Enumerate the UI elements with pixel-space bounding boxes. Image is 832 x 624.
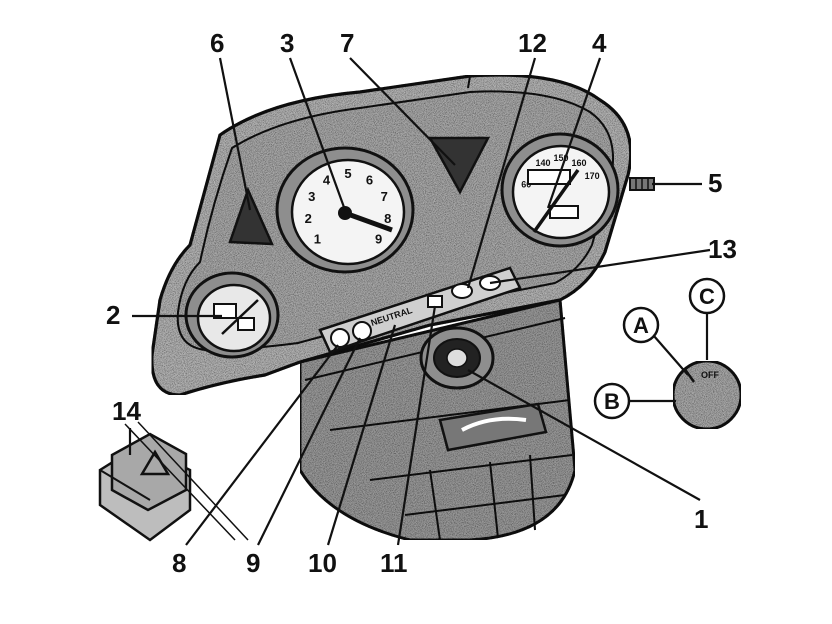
callout-10: 10 xyxy=(308,548,337,578)
speedometer-needle xyxy=(532,168,580,234)
speedo-numeral: 150 xyxy=(553,153,568,163)
tach-numeral: 6 xyxy=(366,172,373,187)
logo-plate xyxy=(438,402,548,452)
battery-light xyxy=(427,295,443,308)
tachometer: 1 2 3 4 5 6 7 8 9 xyxy=(275,146,415,274)
speedo-numeral: 60 xyxy=(521,180,531,190)
leader-13 xyxy=(489,248,711,285)
callout-13: 13 xyxy=(708,234,737,264)
callout-8: 8 xyxy=(172,548,186,578)
callout-3: 3 xyxy=(280,28,294,58)
tach-numeral: 7 xyxy=(381,189,388,204)
leader-4 xyxy=(546,57,602,209)
callout-5: 5 xyxy=(708,168,722,198)
leader-lines xyxy=(128,57,711,546)
callout-11: 11 xyxy=(380,548,408,578)
trip-counter-window xyxy=(549,205,579,219)
leader-11 xyxy=(396,305,437,546)
high-beam-light xyxy=(330,328,350,348)
hazard-switch xyxy=(98,421,249,542)
low-beam-light xyxy=(352,321,372,341)
speedo-numeral: 170 xyxy=(585,171,600,181)
callout-a-label: A xyxy=(633,313,649,338)
tachometer-numerals: 1 2 3 4 5 6 7 8 9 xyxy=(305,166,392,247)
auxiliary-gauge xyxy=(184,271,280,359)
speedo-numeral: 160 xyxy=(571,158,586,168)
speedometer-cable-fitting xyxy=(629,177,655,191)
off-position-label: OFF xyxy=(701,370,719,380)
leader-1 xyxy=(467,369,701,501)
callout-12: 12 xyxy=(518,28,547,58)
callout-4: 4 xyxy=(592,28,607,58)
right-turn-indicator-light xyxy=(427,136,491,195)
leader-7 xyxy=(349,57,456,166)
leader-8 xyxy=(185,344,339,546)
tachometer-needle xyxy=(344,210,393,233)
callout-numbers: 6 3 7 12 4 5 13 2 14 8 9 10 11 1 xyxy=(106,28,737,578)
callout-6: 6 xyxy=(210,28,224,58)
tach-numeral: 9 xyxy=(375,232,382,247)
warning-light-strip: NEUTRAL xyxy=(318,266,522,354)
callout-7: 7 xyxy=(340,28,354,58)
tach-numeral: 2 xyxy=(305,211,312,226)
tach-numeral: 5 xyxy=(344,166,351,181)
callout-b-label: B xyxy=(604,389,620,414)
leader-10 xyxy=(326,324,397,546)
callout-9: 9 xyxy=(246,548,260,578)
speedometer: 60 140 150 160 170 xyxy=(500,132,620,248)
speedometer-numerals: 60 140 150 160 170 xyxy=(521,153,600,190)
leader-12 xyxy=(466,57,537,289)
left-turn-indicator-light xyxy=(228,186,274,246)
tach-numeral: 1 xyxy=(314,232,321,247)
leader-3 xyxy=(288,57,347,211)
callout-a-circle xyxy=(622,306,660,344)
callout-14: 14 xyxy=(112,396,141,426)
leader-9 xyxy=(257,337,361,546)
tachometer-hub xyxy=(338,206,352,220)
leader-a xyxy=(653,335,689,376)
speedo-numeral: 140 xyxy=(535,158,550,168)
tach-numeral: 3 xyxy=(308,189,315,204)
leader-6 xyxy=(218,57,252,211)
ignition-key-detail: OFF A B C xyxy=(593,277,743,431)
callout-1: 1 xyxy=(694,504,708,534)
tach-numeral: 8 xyxy=(384,211,391,226)
callout-c-label: C xyxy=(699,284,715,309)
tach-numeral: 4 xyxy=(323,172,331,187)
callout-2: 2 xyxy=(106,300,120,330)
odometer-window xyxy=(527,169,571,185)
